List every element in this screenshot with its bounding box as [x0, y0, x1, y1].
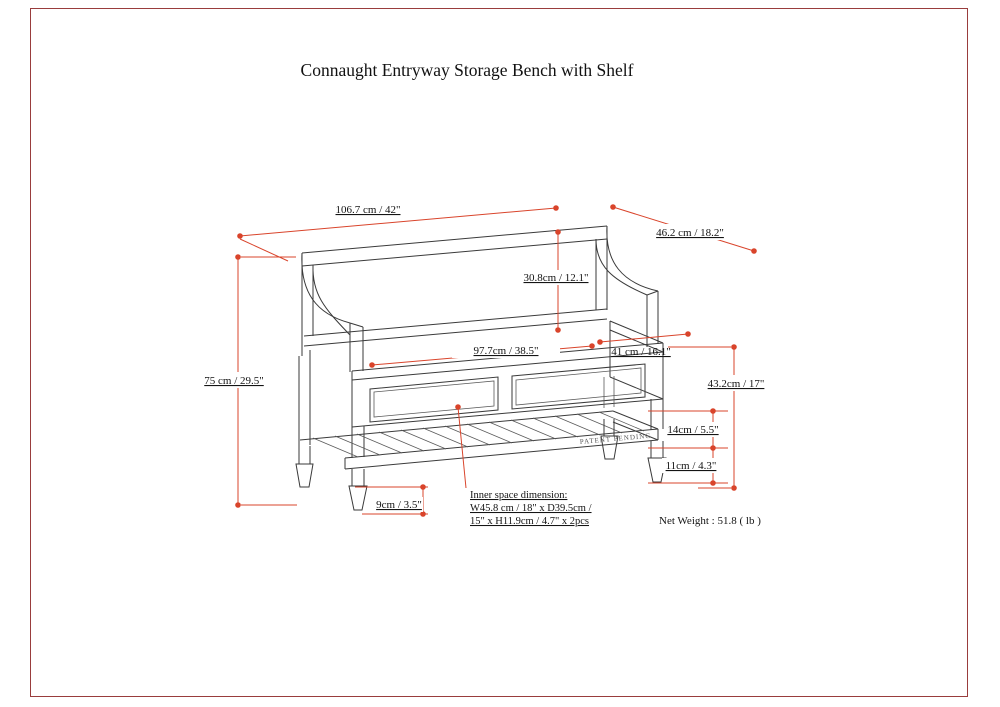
- dim-inner-width-label: 97.7cm / 38.5": [474, 345, 539, 357]
- dim-overall-depth-label: 46.2 cm / 18.2": [656, 227, 724, 239]
- dim-overall-width-label: 106.7 cm / 42": [336, 204, 401, 216]
- dim-seat-height: [668, 344, 737, 491]
- dim-shelf-clearance-label: 11cm / 4.3": [666, 460, 717, 472]
- bench-storage-box: [351, 330, 664, 428]
- bench-drawing: PATENT PENDING: [295, 225, 667, 511]
- dim-seat-depth: [597, 331, 691, 345]
- dim-inner-space-leader: [455, 404, 467, 489]
- dim-seat-depth-label: 41 cm / 16.1": [611, 346, 671, 358]
- dim-seat-height-label: 43.2cm / 17": [708, 378, 765, 390]
- page-title: Connaught Entryway Storage Bench with Sh…: [300, 60, 634, 80]
- dimension-labels: 106.7 cm / 42" 46.2 cm / 18.2" 30.8cm / …: [204, 204, 764, 527]
- dim-storage-height-label: 14cm / 5.5": [667, 424, 718, 436]
- dim-overall-height-label: 75 cm / 29.5": [204, 375, 264, 387]
- bench-right-arm: [595, 225, 659, 347]
- net-weight-label: Net Weight : 51.8 ( lb ): [659, 515, 761, 527]
- page-border: [30, 8, 968, 697]
- inner-space-note-line2: W45.8 cm / 18" x D39.5cm /: [470, 503, 592, 514]
- bench-backrest: [301, 225, 608, 356]
- dim-back-height-label: 30.8cm / 12.1": [524, 272, 589, 284]
- label-masks: [202, 224, 770, 512]
- dim-leg-height-label: 9cm / 3.5": [376, 499, 422, 511]
- inner-space-note-line3: 15" x H11.9cm / 4.7" x 2pcs: [470, 516, 589, 527]
- bench-left-arm: [301, 252, 364, 372]
- bench-shelf: [299, 410, 659, 470]
- bench-legs: [295, 419, 667, 511]
- inner-space-note-line1: Inner space dimension:: [470, 490, 567, 501]
- bench-posts: [298, 350, 664, 458]
- inner-space-note: Inner space dimension: W45.8 cm / 18" x …: [470, 490, 592, 527]
